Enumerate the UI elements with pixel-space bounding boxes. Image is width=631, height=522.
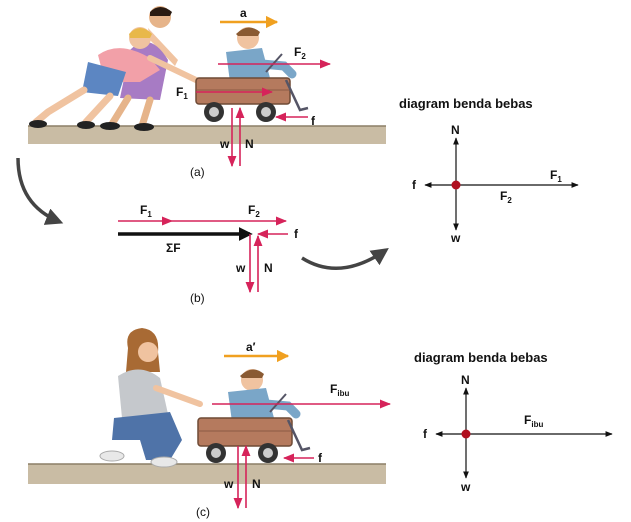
- force-f1-label-b: F1: [140, 203, 152, 219]
- fbd1-normal-label: N: [451, 123, 460, 137]
- caption-a: (a): [190, 165, 205, 179]
- panel-a: a F2 F1 f w N (a): [28, 6, 386, 179]
- panel-b: F1 F2 ΣF f w N (b): [118, 203, 299, 305]
- wagon-a-illustration: [195, 27, 309, 122]
- ground-c: [28, 464, 386, 484]
- free-body-diagram-1: diagram benda bebas N w f F1 F2: [399, 96, 579, 245]
- force-f2-label-a: F2: [294, 45, 306, 61]
- wagon-c-illustration: [197, 369, 311, 463]
- caption-b: (b): [190, 291, 205, 305]
- curve-arrow-a-to-b: [16, 157, 64, 225]
- friction-label-b: f: [294, 227, 299, 241]
- panel-c: a′ Fibu f w N (c): [28, 328, 392, 519]
- normal-label-c: N: [252, 477, 261, 491]
- force-f1-label-a: F1: [176, 85, 188, 101]
- fbd2-normal-label: N: [461, 373, 470, 387]
- fbd2-weight-label: w: [460, 480, 471, 494]
- force-fibu-label-c: Fibu: [330, 382, 349, 398]
- accel-label-a: a: [240, 6, 247, 20]
- curve-arrow-b-to-fbd: [301, 248, 389, 270]
- weight-label-c: w: [223, 477, 234, 491]
- normal-label-a: N: [245, 137, 254, 151]
- fbd2-fibu-label: Fibu: [524, 413, 543, 429]
- fbd1-f2-label: F2: [500, 189, 512, 205]
- friction-label-c: f: [318, 451, 323, 465]
- fbd1-body-dot: [451, 180, 461, 190]
- weight-label-a: w: [219, 137, 230, 151]
- fbd1-friction-label: f: [412, 178, 417, 192]
- fbd2-body-dot: [461, 429, 471, 439]
- friction-label-a: f: [311, 114, 316, 128]
- force-f2-label-b: F2: [248, 203, 260, 219]
- fbd1-title: diagram benda bebas: [399, 96, 533, 111]
- caption-c: (c): [196, 505, 210, 519]
- sum-force-label-b: ΣF: [166, 241, 181, 255]
- mother-illustration: [99, 328, 203, 468]
- fbd2-title: diagram benda bebas: [414, 350, 548, 365]
- ground-a: [28, 126, 386, 144]
- accel-label-c: a′: [246, 340, 256, 354]
- fbd2-friction-label: f: [423, 427, 428, 441]
- fbd1-weight-label: w: [450, 231, 461, 245]
- weight-label-b: w: [235, 261, 246, 275]
- fbd1-f1-label: F1: [550, 168, 562, 184]
- normal-label-b: N: [264, 261, 273, 275]
- pusher-children-illustration: [29, 6, 199, 131]
- free-body-diagram-2: diagram benda bebas N w f Fibu: [414, 350, 613, 494]
